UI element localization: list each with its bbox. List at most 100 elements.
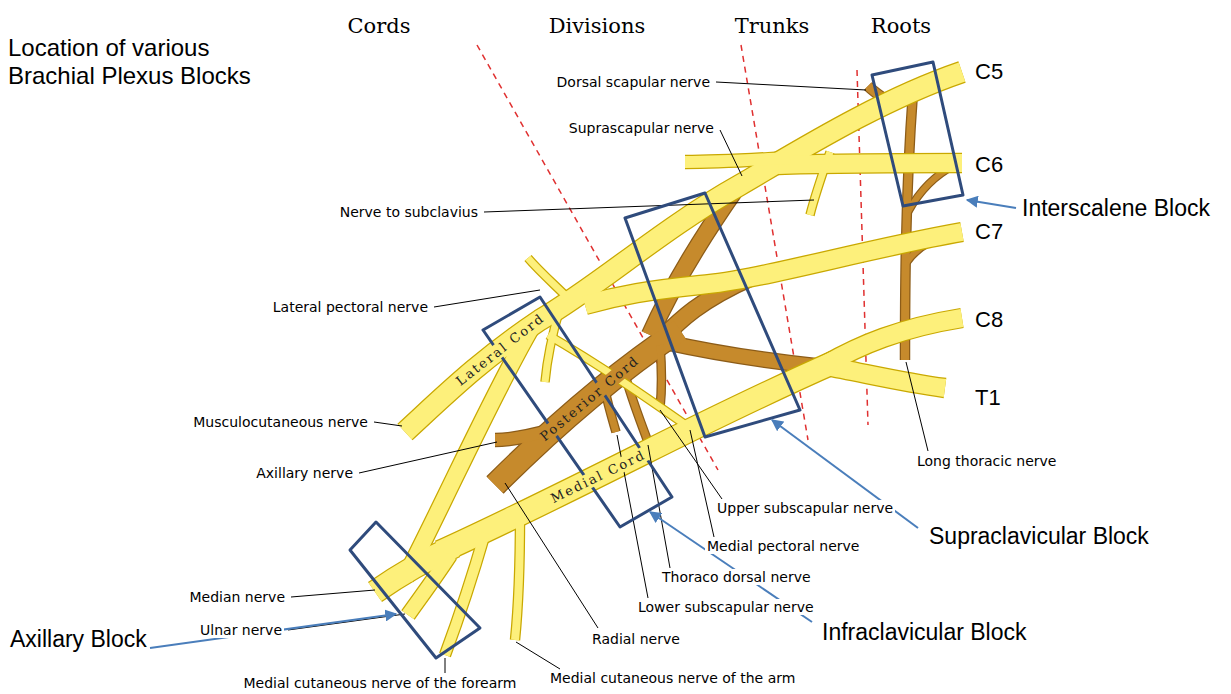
nerve-path [515, 516, 520, 640]
leader-line [690, 430, 714, 537]
leader-line [291, 590, 375, 597]
nerve-outline [515, 516, 520, 640]
nerve-label: Lateral pectoral nerve [271, 299, 430, 315]
label-box: Lateral pectoral nerve [271, 298, 430, 316]
leader-lines [288, 82, 928, 673]
nerve-label: Upper subscapular nerve [715, 500, 895, 516]
nerve-label: Axillary nerve [254, 465, 355, 481]
block-outline [625, 193, 800, 437]
nerve-path [585, 232, 962, 305]
label-box: Infraclavicular Block [820, 619, 1029, 647]
label-box: Medial pectoral nerve [705, 537, 861, 555]
column-header: Trunks [735, 14, 810, 39]
nerve-label: Long thoracic nerve [915, 453, 1058, 469]
root-label: T1 [975, 385, 1001, 411]
nerve-path [660, 345, 662, 408]
nerve-group [375, 72, 962, 655]
label-box: Musculocutaneous nerve [191, 413, 370, 431]
nerve-outline [778, 163, 962, 165]
label-box: Divisions [549, 14, 646, 39]
nerve-label: Dorsal scapular nerve [555, 74, 712, 90]
label-box: Medial cutaneous nerve of the arm [548, 669, 797, 687]
leader-line [288, 614, 405, 630]
nerve-outline [660, 345, 662, 408]
nerve-path [408, 555, 450, 615]
label-box: Roots [871, 14, 931, 39]
title-box: Location of various Brachial Plexus Bloc… [8, 34, 263, 90]
label-box: C8 [975, 307, 1003, 333]
label-box: Dorsal scapular nerve [555, 73, 712, 91]
nerve-path [685, 158, 790, 162]
leader-line [359, 442, 497, 473]
pointer-arrow [150, 614, 396, 648]
nerve-label: Ulnar nerve [198, 622, 284, 638]
nerve-label: Musculocutaneous nerve [191, 414, 370, 430]
root-label: C6 [975, 152, 1003, 178]
nerve-label: Radial nerve [590, 631, 682, 647]
nerve-outline [825, 366, 945, 388]
root-label: C8 [975, 307, 1003, 333]
label-box: Supraclavicular Block [927, 523, 1151, 551]
nerve-label: Medial pectoral nerve [705, 538, 861, 554]
root-label: C5 [975, 59, 1003, 85]
block-label: Infraclavicular Block [820, 619, 1029, 647]
leader-line [720, 130, 742, 176]
nerve-label: Lower subscapular nerve [636, 599, 816, 615]
nerve-label: Median nerve [187, 589, 287, 605]
figure-title: Location of various Brachial Plexus Bloc… [8, 34, 263, 90]
label-box: Upper subscapular nerve [715, 499, 895, 517]
nerve-label: Nerve to subclavius [338, 204, 480, 220]
block-label: Axillary Block [8, 626, 149, 654]
label-box: Interscalene Block [1020, 195, 1212, 223]
leader-line [516, 642, 560, 669]
leader-line [434, 290, 540, 307]
leader-line [374, 422, 402, 426]
nerve-outline [825, 318, 962, 365]
label-box: Radial nerve [590, 630, 682, 648]
block-label: Interscalene Block [1020, 195, 1212, 223]
nerve-path [810, 152, 830, 215]
label-box: Long thoracic nerve [915, 452, 1058, 470]
label-box: C5 [975, 59, 1003, 85]
nerve-label: Suprascapular nerve [567, 120, 716, 136]
label-box: Medial Cord [546, 444, 651, 507]
nerve-path [665, 342, 815, 366]
block-pointers [150, 200, 1016, 648]
nerve-path [528, 258, 570, 300]
label-box: Nerve to subclavius [338, 203, 480, 221]
column-header: Roots [871, 14, 931, 39]
leader-line [716, 82, 866, 90]
nerve-outline [528, 258, 570, 300]
label-box: Suprascapular nerve [567, 119, 716, 137]
block-outline [872, 62, 963, 206]
label-box: Axillary nerve [254, 464, 355, 482]
nerve-path [825, 318, 962, 365]
nerve-outline [685, 158, 790, 162]
label-box: Axillary Block [8, 626, 149, 654]
block-regions [350, 62, 963, 658]
column-header: Cords [348, 14, 411, 39]
label-box: C6 [975, 152, 1003, 178]
nerve-path [778, 163, 962, 165]
label-box: Cords [348, 14, 411, 39]
nerve-outline [665, 342, 815, 366]
nerve-layer [375, 72, 962, 655]
label-box: C7 [975, 219, 1003, 245]
label-box: Ulnar nerve [198, 621, 284, 639]
nerve-label: Medial cutaneous nerve of the arm [548, 670, 797, 686]
leader-line [445, 658, 446, 673]
root-label: C7 [975, 219, 1003, 245]
nerve-label: Thoraco dorsal nerve [660, 569, 813, 585]
block-label: Supraclavicular Block [927, 523, 1151, 551]
label-box: Median nerve [187, 588, 287, 606]
leader-line [906, 362, 928, 451]
pointer-arrow [967, 200, 1016, 208]
column-header: Divisions [549, 14, 646, 39]
label-box: Thoraco dorsal nerve [660, 568, 813, 586]
nerve-label: Medial cutaneous nerve of the forearm [242, 675, 519, 691]
nerve-path [825, 366, 945, 388]
block-outline [350, 522, 480, 658]
label-box: Medial cutaneous nerve of the forearm [242, 674, 519, 692]
leader-line [660, 410, 722, 499]
